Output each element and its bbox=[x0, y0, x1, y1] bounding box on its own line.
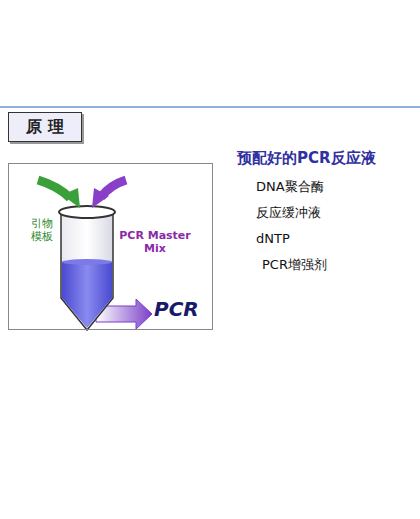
header-rule bbox=[0, 106, 420, 108]
tube-liquid bbox=[62, 262, 112, 328]
list-item: dNTP bbox=[256, 232, 290, 247]
tube-body bbox=[61, 212, 113, 330]
input-label: 引物 模板 bbox=[31, 218, 55, 243]
liquid-surface bbox=[62, 259, 112, 265]
slide-heading: 原 理 bbox=[26, 118, 64, 136]
list-heading: 预配好的PCR反应液 bbox=[237, 150, 376, 167]
list-item: PCR增强剂 bbox=[262, 258, 327, 273]
input-arrowhead-purple bbox=[92, 188, 109, 208]
title-box: 原 理 bbox=[8, 112, 82, 142]
illustration-frame: 引物 模板 PCR MasterMixPCR bbox=[8, 163, 213, 330]
input-arrowhead-green bbox=[62, 188, 80, 208]
tube-rim bbox=[59, 206, 115, 218]
list-item: DNA聚合酶 bbox=[256, 180, 324, 195]
list-item: 反应缓冲液 bbox=[256, 206, 321, 221]
mastermix-label: PCR MasterMix bbox=[115, 230, 195, 255]
output-label: PCR bbox=[154, 298, 199, 321]
